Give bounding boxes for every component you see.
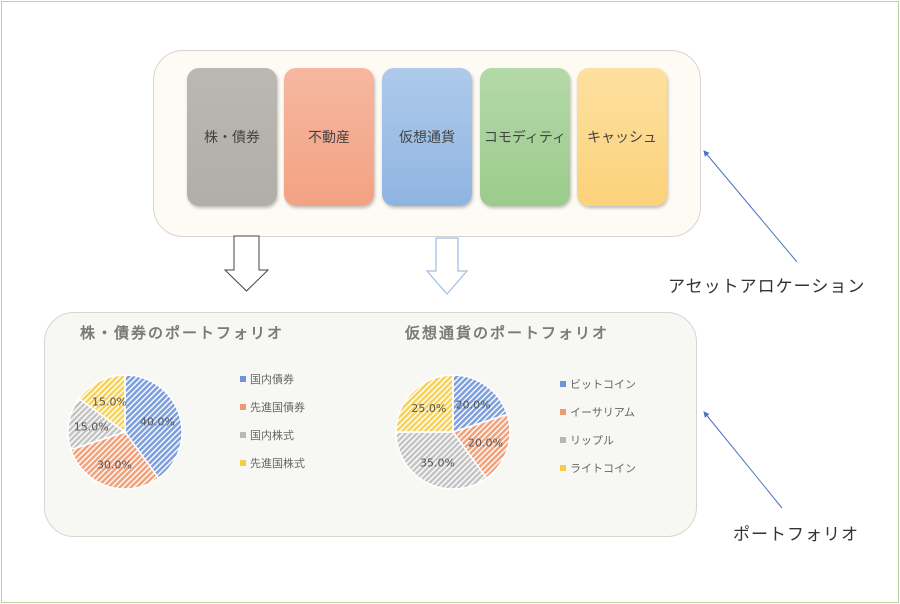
chart-title-stocks-bonds: 株・債券のポートフォリオ [80,324,285,342]
legend-item: 先進国債券 [240,393,305,421]
pie-slice [124,374,183,480]
pie-slice [395,374,454,433]
tile-commodity: コモディティ [480,68,570,206]
legend-swatch [240,432,246,438]
legend-swatch [560,409,566,415]
legend-item: ライトコイン [560,454,636,482]
tile-crypto: 仮想通貨 [382,68,472,206]
legend-item: イーサリアム [560,398,636,426]
pie-slice [67,397,127,451]
legend-swatch [240,376,246,382]
pie-slice [452,374,509,434]
down-arrow-icon [223,235,270,292]
legend-item: 国内株式 [240,421,305,449]
pointer-line-portfolio [703,411,783,509]
tile-stocks-bonds: 株・債券 [187,68,277,206]
legend-item: ビットコイン [560,370,636,398]
legend-item: 先進国株式 [240,449,305,477]
legend-label: イーサリアム [570,406,636,419]
pie-slice [395,431,488,490]
pie-slice [77,374,126,434]
legend-label: 国内債券 [250,373,294,386]
legend-crypto: ビットコイン イーサリアム リップル ライトコイン [560,370,636,482]
pie-slice [451,413,511,480]
tile-cash: キャッシュ [577,68,667,206]
asset-allocation-label: アセットアロケーション [668,277,866,297]
pie-slice [69,431,160,490]
legend-swatch [560,381,566,387]
legend-swatch [240,460,246,466]
legend-swatch [240,404,246,410]
legend-label: 先進国株式 [250,457,305,470]
pie-data-label: 30.0% [97,459,132,472]
pie-data-label: 15.0% [92,396,127,409]
pie-data-label: 25.0% [411,402,446,415]
tile-real-estate: 不動産 [284,68,374,206]
legend-label: ビットコイン [570,378,636,391]
legend-label: 先進国債券 [250,401,305,414]
legend-stocks-bonds: 国内債券 先進国債券 国内株式 先進国株式 [240,365,305,477]
legend-label: リップル [570,434,614,447]
legend-item: 国内債券 [240,365,305,393]
pie-data-label: 35.0% [420,456,455,469]
chart-title-crypto: 仮想通貨のポートフォリオ [405,324,610,342]
pie-data-label: 20.0% [468,437,503,450]
portfolio-label: ポートフォリオ [733,525,859,545]
legend-label: ライトコイン [570,462,636,475]
pie-data-label: 40.0% [140,415,175,428]
pointer-line-asset-allocation [703,150,798,263]
legend-swatch [560,437,566,443]
legend-swatch [560,465,566,471]
legend-label: 国内株式 [250,429,294,442]
pie-data-label: 15.0% [74,421,109,434]
pie-data-label: 20.0% [456,398,491,411]
down-arrow-icon [425,237,469,295]
legend-item: リップル [560,426,636,454]
